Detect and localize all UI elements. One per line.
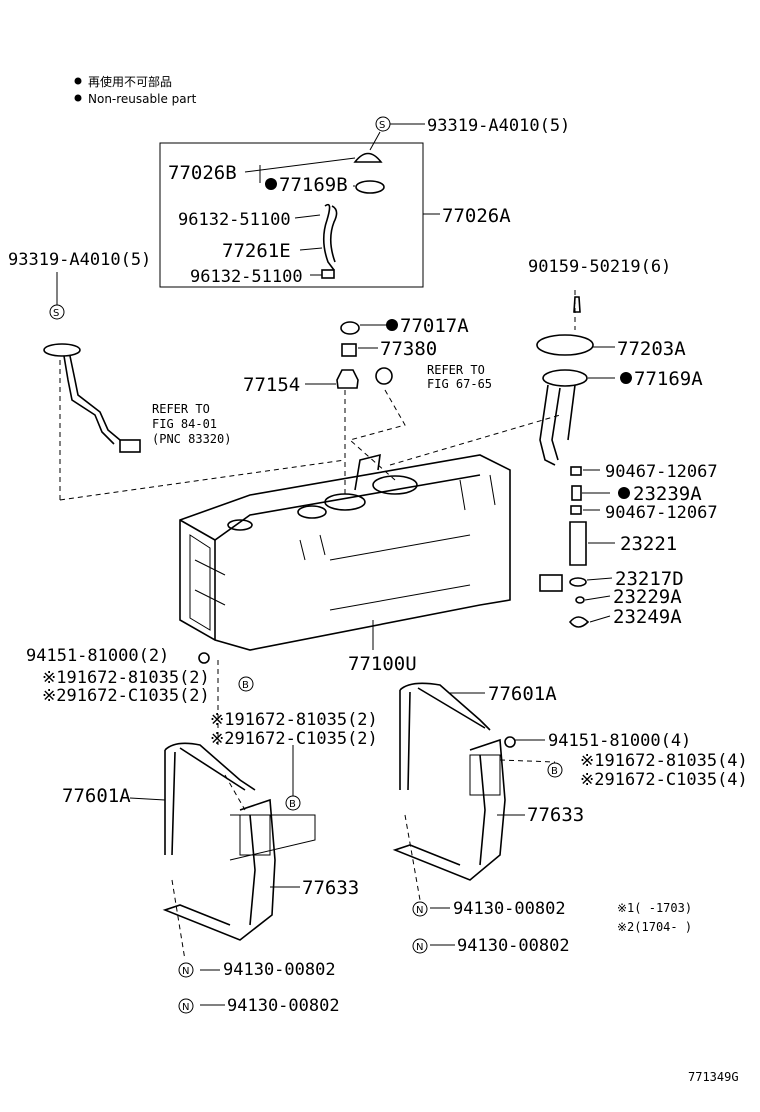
svg-text:N: N: [416, 942, 423, 953]
non-reusable-dot-icon: [386, 319, 398, 331]
part-label: 96132-51100: [178, 210, 291, 230]
part-label: 77203A: [617, 338, 686, 360]
part-label: ※291672-C1035(4): [580, 770, 748, 790]
ring-drawing: [355, 180, 385, 194]
legend-en: Non-reusable part: [88, 92, 197, 106]
bullet-icon: [74, 77, 82, 85]
svg-text:B: B: [551, 766, 558, 777]
part-label: 77601A: [62, 785, 131, 807]
note-label: ※2(1704- ): [617, 920, 692, 934]
figure-id: 771349G: [688, 1070, 739, 1084]
svg-text:N: N: [182, 966, 189, 977]
part-label: 94151-81000(4): [548, 731, 691, 751]
part-label: 94130-00802: [457, 936, 570, 956]
right-band-drawing: [392, 682, 556, 946]
kit-box: [159, 142, 424, 288]
part-label: 93319-A4010(5): [8, 250, 151, 270]
symbol-n-3: N: [412, 901, 428, 917]
part-label: 94130-00802: [223, 960, 336, 980]
part-label: 94130-00802: [227, 996, 340, 1016]
part-label: 77261E: [222, 240, 291, 262]
refer-to-label: REFER TO: [152, 402, 210, 416]
left-band-drawing: [129, 660, 316, 1006]
refer-to-label: FIG 84-01: [152, 417, 217, 431]
part-label: 23239A: [633, 483, 702, 505]
sender-gauge-drawing: [43, 272, 141, 453]
hose-drawing: [322, 203, 335, 271]
part-label: 90467-12067: [605, 503, 718, 523]
symbol-n-4: N: [412, 938, 428, 954]
part-label: 93319-A4010(5): [427, 116, 570, 136]
part-label: 77380: [380, 338, 437, 360]
part-label: ※291672-C1035(2): [210, 729, 378, 749]
part-label: 77026B: [168, 162, 237, 184]
hose-drawing-2: [329, 205, 338, 263]
refer-to-label: (PNC 83320): [152, 432, 231, 446]
fuel-tank-drawing: [179, 453, 511, 651]
part-label: 77169A: [634, 368, 703, 390]
vent-parts: [305, 321, 393, 389]
legend-jp: 再使用不可部品: [88, 74, 172, 89]
svg-text:B: B: [242, 680, 249, 691]
part-label: 77017A: [400, 315, 469, 337]
svg-text:S: S: [53, 308, 59, 319]
part-label: 23229A: [613, 586, 682, 608]
svg-text:N: N: [182, 1002, 189, 1013]
part-label: ※291672-C1035(2): [42, 686, 210, 706]
symbol-s-left: S: [49, 304, 65, 320]
part-label: 77633: [527, 804, 584, 826]
svg-text:B: B: [289, 799, 296, 810]
legend: 再使用不可部品 Non-reusable part: [74, 74, 197, 106]
part-label: 94130-00802: [453, 899, 566, 919]
bullet-icon: [74, 94, 82, 102]
non-reusable-dot-icon: [620, 372, 632, 384]
part-label: 23249A: [613, 606, 682, 628]
part-label: 96132-51100: [190, 267, 303, 287]
part-label: ※191672-81035(2): [42, 668, 210, 688]
bolt-drawing: [198, 652, 210, 664]
part-label: 77601A: [488, 683, 557, 705]
non-reusable-dot-icon: [265, 178, 277, 190]
svg-text:N: N: [416, 905, 423, 916]
part-label: 77100U: [348, 653, 417, 675]
symbol-n-2: N: [178, 998, 194, 1014]
part-label: 90159-50219(6): [528, 257, 671, 277]
part-label: 23217D: [615, 568, 684, 590]
part-label: ※191672-81035(2): [210, 710, 378, 730]
svg-text:S: S: [379, 120, 385, 131]
non-reusable-dot-icon: [618, 487, 630, 499]
refer-to-label: FIG 67-65: [427, 377, 492, 391]
symbol-s-top: S: [375, 116, 391, 132]
dashed-line: [389, 414, 561, 466]
refer-to-label: REFER TO: [427, 363, 485, 377]
cap-drawing: [353, 152, 383, 163]
symbol-b-2: B: [285, 745, 301, 811]
part-label: 77169B: [279, 174, 348, 196]
bolt-drawing: [504, 736, 516, 748]
part-label: 23221: [620, 533, 677, 555]
filler-parts: [321, 152, 385, 279]
part-label: ※191672-81035(4): [580, 751, 748, 771]
fuel-pump-drawing: [536, 296, 615, 628]
part-label: 94151-81000(2): [26, 646, 169, 666]
part-label: 77026A: [442, 205, 511, 227]
part-label: 90467-12067: [605, 462, 718, 482]
clamp-drawing: [321, 269, 335, 279]
dashed-line: [59, 459, 346, 501]
part-label: 77633: [302, 877, 359, 899]
symbol-b-1: B: [238, 676, 254, 692]
symbol-n-1: N: [178, 962, 194, 978]
note-label: ※1( -1703): [617, 901, 692, 915]
part-label: 77154: [243, 374, 300, 396]
dashed-line: [348, 389, 406, 481]
symbol-b-3: B: [547, 762, 563, 778]
